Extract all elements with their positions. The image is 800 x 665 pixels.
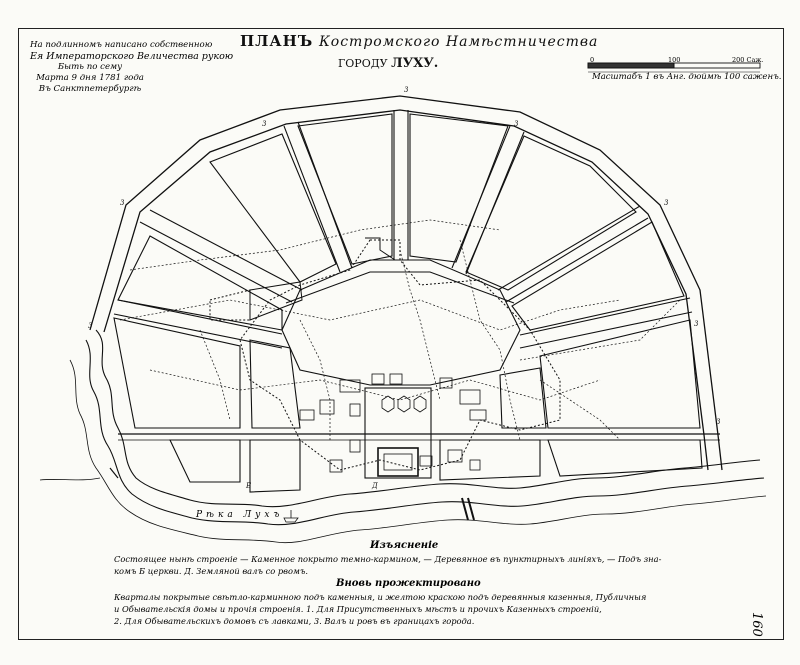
title-script: Костромского Намѣстничества — [318, 34, 599, 50]
river — [39, 329, 767, 544]
scale-tick: 100 — [668, 56, 681, 64]
rampart-mark: 3 — [514, 120, 519, 128]
subtitle-prefix: ГОРОДУ — [338, 57, 388, 70]
rampart-mark: 3 — [88, 322, 93, 330]
street-grid — [113, 110, 720, 493]
map-subtitle: ГОРОДУ ЛУХУ. — [338, 56, 438, 71]
map-title: ПЛАНЪ Костромского Намѣстничества — [240, 32, 598, 50]
old-streets — [119, 219, 681, 441]
boat-icon — [283, 510, 299, 523]
rampart-mark: 3 — [262, 120, 267, 128]
rampart-mark: 3 — [404, 86, 409, 94]
rampart-mark: 3 — [664, 199, 669, 207]
rampart — [89, 95, 723, 471]
legend-heading: Изъясненіе — [370, 540, 439, 551]
legend-line: 2. Для Обывательскихъ домовъ съ лавками,… — [114, 616, 475, 626]
legend-line: комъ Б церкви. Д. Земляной валъ со рвомъ… — [114, 566, 309, 576]
title-prefix: ПЛАНЪ — [240, 32, 314, 50]
rampart-mark: 3 — [716, 418, 721, 426]
fortress-outline — [209, 237, 561, 471]
legend-line: Кварталы покрытые свѣтло-карминною подъ … — [114, 592, 647, 602]
scale-bar — [587, 62, 761, 73]
church-icon — [381, 395, 427, 413]
bridge-icon — [461, 497, 475, 521]
church-mark: Б — [245, 482, 251, 490]
city-name: ЛУХУ. — [391, 56, 439, 71]
scale-tick: 0 — [590, 56, 595, 64]
scale-label: Масштабъ 1 въ Анг. дюймѣ 100 саженъ. — [592, 72, 782, 82]
legend-line: Состоящее нынѣ строеніе — Каменное покры… — [114, 554, 662, 564]
map-frame — [18, 28, 784, 640]
existing-buildings — [299, 373, 487, 473]
approval-note: На подлинномъ написано собственною Ея Им… — [30, 40, 234, 95]
river-label: Рѣка Лухъ — [196, 510, 284, 520]
legend-line: и Обывательскія домы и прочія строенія. … — [114, 604, 602, 614]
approval-line: Быть по сему — [57, 62, 123, 72]
approval-line: Марта 9 дня 1781 года — [36, 73, 144, 83]
legend-heading: Вновь прожектировано — [336, 578, 481, 589]
rampart-mark: 3 — [120, 199, 125, 207]
sheet-number: 160 — [749, 612, 764, 637]
rampart-mark: 3 — [694, 320, 699, 328]
approval-line: На подлинномъ написано собственною — [30, 40, 213, 50]
approval-line: Ея Императорского Величества рукою — [30, 51, 234, 62]
approval-line: Въ Санктпетербургѣ — [38, 84, 142, 94]
scale-tick: 200 Саж. — [732, 56, 764, 64]
bastion-mark: Д — [371, 482, 378, 490]
